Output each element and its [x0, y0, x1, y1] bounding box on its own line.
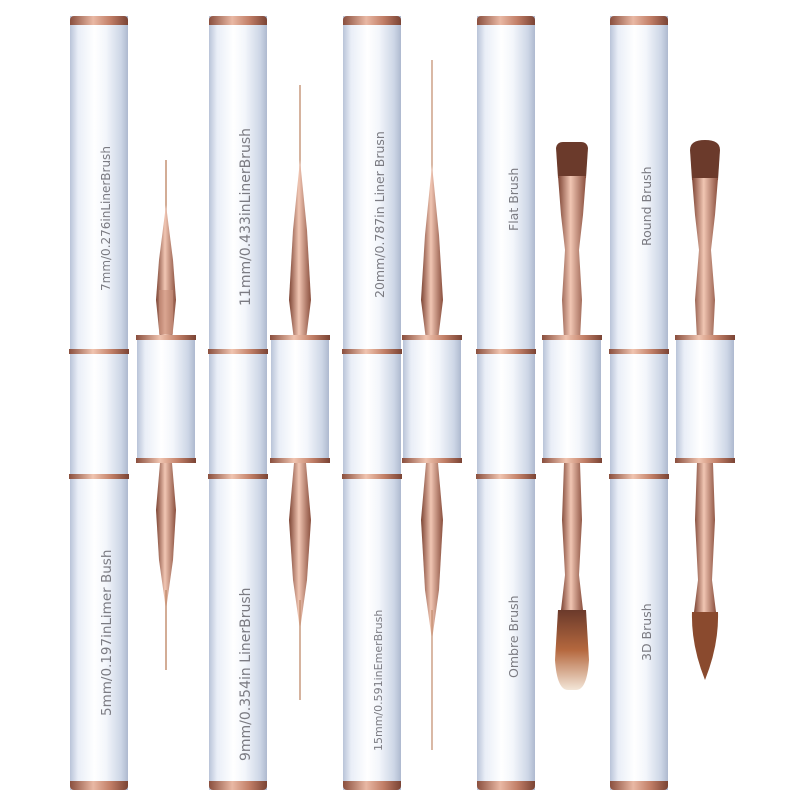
brush-5-bottom-label: 3D Brush	[639, 603, 654, 661]
brush-2-top-label: 11mm/0.433inLinerBrush	[238, 128, 254, 306]
brush-4-top-label: Flat Brush	[506, 167, 521, 231]
brush-handle-1: 7mm/0.276inLinerBrush 5mm/0.197inLimer B…	[69, 16, 129, 790]
brush-handle-2: 11mm/0.433inLinerBrush 9mm/0.354in Liner…	[208, 16, 268, 790]
brush-tool-3	[402, 0, 462, 800]
liner-tip-icon	[156, 160, 176, 670]
handle-cap-bottom	[70, 781, 128, 790]
brush-handle-4: Flat Brush Ombre Brush	[476, 16, 536, 790]
brush-3-bottom-label: 15mm/0.591inEmerBrush	[372, 609, 385, 751]
handle-ring	[69, 474, 129, 479]
liner-tip-icon	[289, 85, 311, 700]
handle-cap-top	[70, 16, 128, 25]
brush-5-top-label: Round Brush	[639, 166, 654, 246]
liner-tip-icon	[421, 60, 443, 750]
brush-4-bottom-label: Ombre Brush	[506, 595, 521, 678]
brush-1-bottom-label: 5mm/0.197inLimer Bush	[99, 549, 115, 716]
brush-1-top-label: 7mm/0.276inLinerBrush	[99, 146, 113, 291]
round-pointed-tip-icon	[690, 140, 720, 680]
brush-tool-1	[136, 0, 196, 800]
handle-ring	[69, 349, 129, 354]
brush-tool-2	[270, 0, 330, 800]
brush-handle-5: Round Brush 3D Brush	[609, 16, 669, 790]
brush-tool-5	[675, 0, 735, 800]
brush-sleeve	[136, 335, 196, 463]
brush-3-top-label: 20mm/0.787in Liner Brusn	[372, 131, 387, 298]
brush-handle-3: 20mm/0.787in Liner Brusn 15mm/0.591inEme…	[342, 16, 402, 790]
brush-tool-4	[542, 0, 602, 800]
brush-2-bottom-label: 9mm/0.354in LinerBrush	[238, 587, 254, 761]
flat-ombre-tip-icon	[555, 142, 589, 690]
